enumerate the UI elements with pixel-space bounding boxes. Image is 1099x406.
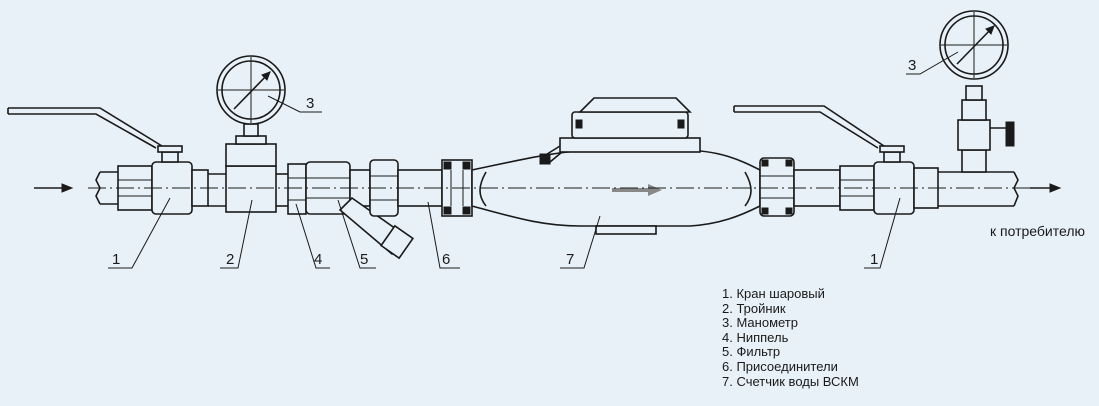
valve-handle-left (7, 107, 163, 149)
callout-gauge-right: 3 (908, 57, 916, 74)
ball-valve-right (733, 105, 939, 215)
tee-left (208, 123, 288, 213)
pressure-gauge-right (939, 10, 1009, 80)
y-strainer-filter (305, 159, 415, 260)
pressure-gauge-left (216, 55, 286, 125)
ball-valve-left (7, 107, 209, 215)
inlet-arrow (34, 183, 74, 193)
callout-filter: 5 (360, 251, 368, 268)
water-meter (471, 97, 761, 235)
legend-item: 2. Тройник (722, 300, 786, 316)
consumer-label: к потребителю (990, 223, 1085, 239)
callout-ball-valve-right: 1 (870, 251, 878, 268)
flow-direction-arrow (612, 184, 662, 196)
connector-right (759, 157, 841, 217)
callout-gauge-left: 3 (306, 95, 314, 112)
nipple (287, 163, 307, 215)
outlet-arrow (1030, 183, 1062, 193)
legend-item: 7. Счетчик воды ВСКМ (722, 373, 859, 389)
callout-water-meter: 7 (566, 251, 574, 268)
legend-item: 1. Кран шаровый (722, 286, 825, 301)
callout-tee: 2 (226, 251, 234, 268)
leader-lines (108, 51, 959, 269)
callout-connector: 6 (442, 251, 450, 268)
legend-item: 5. Фильтр (722, 344, 781, 360)
legend-item: 6. Присоединители (722, 358, 838, 374)
callout-nipple: 4 (314, 251, 322, 268)
valve-handle-right (733, 105, 885, 149)
tee-right (938, 85, 1019, 207)
legend-item: 3. Манометр (722, 315, 798, 331)
callout-ball-valve-left: 1 (112, 251, 120, 268)
parts-legend: 1. Кран шаровый 2. Тройник 3. Манометр 4… (722, 286, 859, 389)
legend-item: 4. Ниппель (722, 329, 789, 345)
